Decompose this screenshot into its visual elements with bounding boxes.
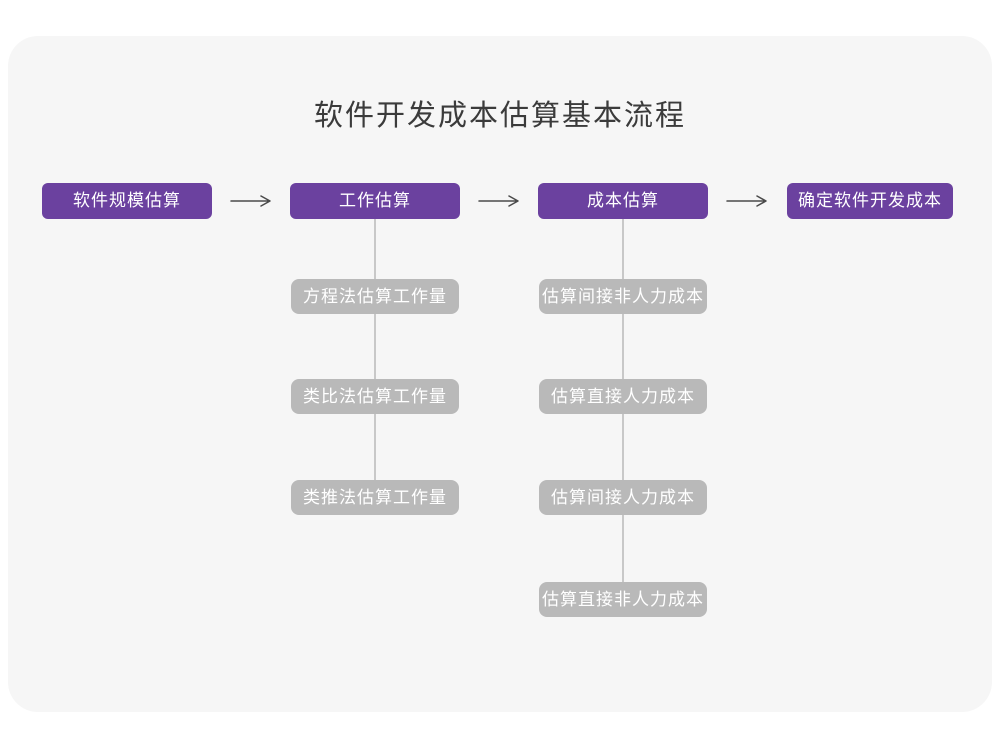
arrow-right-icon xyxy=(478,195,519,207)
sub-step-direct-nonlabor-cost: 估算直接非人力成本 xyxy=(539,582,707,617)
sub-step-equation-method: 方程法估算工作量 xyxy=(291,279,459,314)
flow-step-software-scale-estimation: 软件规模估算 xyxy=(42,183,212,219)
page-title: 软件开发成本估算基本流程 xyxy=(313,100,686,132)
arrow-right-icon xyxy=(230,195,271,207)
flow-step-work-estimation: 工作估算 xyxy=(290,183,460,219)
flowchart-canvas xyxy=(8,36,992,712)
sub-step-direct-labor-cost: 估算直接人力成本 xyxy=(539,379,707,414)
sub-step-indirect-nonlabor-cost: 估算间接非人力成本 xyxy=(539,279,707,314)
sub-step-analogy-method: 类比法估算工作量 xyxy=(291,379,459,414)
flow-step-cost-estimation: 成本估算 xyxy=(538,183,708,219)
sub-step-extrapolation-method: 类推法估算工作量 xyxy=(291,480,459,515)
flow-step-determine-software-dev-cost: 确定软件开发成本 xyxy=(787,183,953,219)
arrow-right-icon xyxy=(726,195,767,207)
sub-step-indirect-labor-cost: 估算间接人力成本 xyxy=(539,480,707,515)
vertical-connector-work-column xyxy=(374,219,376,480)
